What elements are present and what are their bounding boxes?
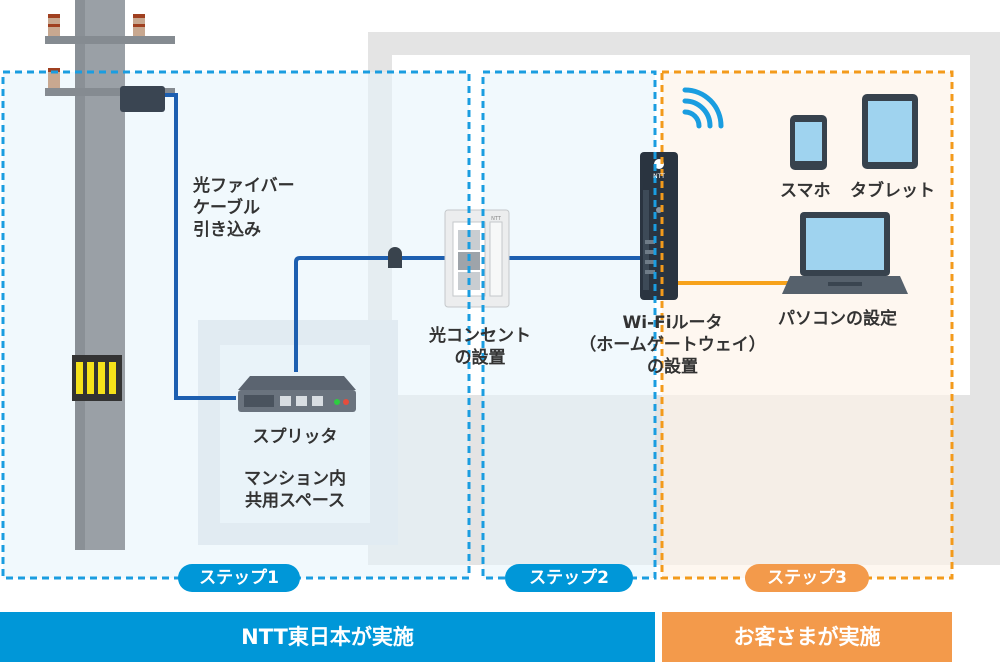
step2-badge: ステップ2 bbox=[505, 564, 633, 592]
smartphone-label: スマホ bbox=[780, 181, 831, 201]
ntt-responsibility-bar: NTT東日本が実施 bbox=[0, 612, 655, 662]
outlet-brand-logo: NTT bbox=[491, 216, 502, 222]
wifi-icon bbox=[682, 87, 724, 129]
optical-outlet-label: 光コンセント の設置 bbox=[429, 326, 531, 368]
shared-space-label: マンション内 共用スペース bbox=[244, 469, 346, 511]
step2-zone bbox=[483, 72, 655, 578]
router-brand-logo: NTT bbox=[653, 173, 665, 180]
splitter-icon bbox=[238, 376, 356, 412]
pc-label: パソコンの設定 bbox=[778, 309, 897, 329]
step1-badge: ステップ1 bbox=[178, 564, 300, 592]
optical-outlet-icon bbox=[444, 209, 510, 308]
customer-responsibility-bar: お客さまが実施 bbox=[662, 612, 952, 662]
smartphone-icon bbox=[790, 115, 827, 170]
router-label: Wi-Fiルータ （ホームゲートウェイ） の設置 bbox=[579, 313, 766, 377]
laptop-icon bbox=[782, 212, 908, 294]
fiber-cable-line bbox=[165, 93, 640, 400]
tablet-icon bbox=[862, 94, 918, 169]
fiber-cable-label: 光ファイバー ケーブル 引き込み bbox=[193, 176, 295, 240]
tablet-label: タブレット bbox=[850, 181, 935, 201]
utility-pole-icon bbox=[45, 0, 175, 550]
step2-dashed-box bbox=[481, 70, 657, 580]
connector-icon bbox=[388, 247, 402, 268]
step3-badge: ステップ3 bbox=[745, 564, 869, 592]
splitter-label: スプリッタ bbox=[252, 427, 338, 447]
